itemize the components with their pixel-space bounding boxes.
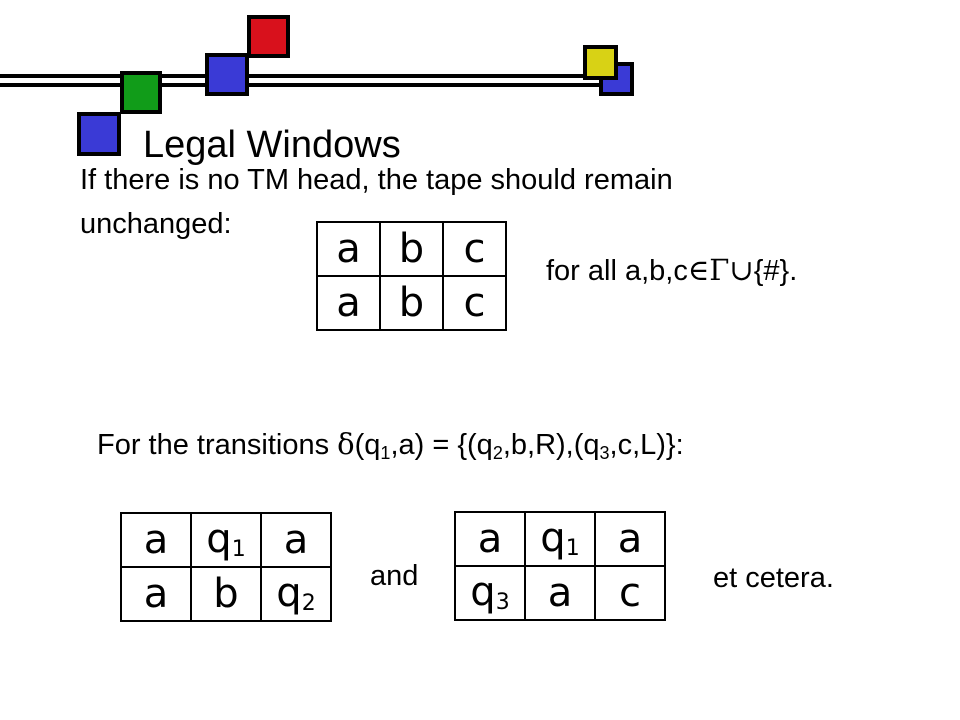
forall-symbols: ∈Γ∪ — [687, 253, 754, 287]
window-table-transition-1: a q1 a a b q2 — [120, 512, 332, 622]
slide-title: Legal Windows — [143, 124, 401, 166]
window-row-top: a b c — [316, 221, 507, 277]
and-label: and — [370, 560, 419, 592]
window-cell-state: q3 — [454, 565, 526, 621]
window-cell-state: q1 — [524, 511, 596, 567]
trans-part-c: ,b,R),(q — [502, 429, 600, 461]
window-cell: a — [316, 221, 381, 277]
green-square-decoration — [120, 71, 162, 114]
window-cell: a — [120, 566, 192, 622]
statement-line-1: If there is no TM head, the tape should … — [80, 164, 673, 196]
trans-sub-2: 2 — [492, 443, 503, 463]
state-subscript: 3 — [495, 590, 510, 615]
red-square-decoration — [247, 15, 290, 58]
forall-text: for all a,b,c∈Γ∪{#}. — [546, 253, 797, 288]
window-cell: c — [442, 275, 507, 331]
delta-symbol: δ — [337, 427, 355, 461]
window-cell-state: q2 — [260, 566, 332, 622]
trans-part-b: ,a) = {(q — [390, 429, 493, 461]
window-row-bottom: a b c — [316, 275, 507, 331]
window-cell: a — [454, 511, 526, 567]
window-row-top: a q1 a — [454, 511, 666, 567]
yellow-square-decoration — [583, 45, 618, 80]
window-row-bottom: q3 a c — [454, 565, 666, 621]
trans-sub-1: 1 — [380, 443, 391, 463]
window-cell: b — [190, 566, 262, 622]
trans-part-d: ,c,L)}: — [609, 429, 684, 461]
state-letter: q — [276, 570, 302, 616]
window-cell: a — [524, 565, 596, 621]
window-row-top: a q1 a — [120, 512, 332, 568]
window-table-unchanged: a b c a b c — [316, 221, 507, 331]
trans-part-a: (q — [354, 429, 381, 461]
window-cell: c — [442, 221, 507, 277]
state-subscript: 1 — [565, 536, 580, 561]
header-rule-top — [0, 74, 600, 78]
et-cetera-label: et cetera. — [713, 562, 834, 594]
trans-prefix: For the transitions — [97, 429, 338, 461]
window-cell: b — [379, 221, 444, 277]
forall-suffix: {#}. — [753, 255, 798, 287]
blue-square-decoration-left — [77, 112, 121, 156]
state-letter: q — [540, 515, 566, 561]
window-cell: a — [120, 512, 192, 568]
statement-line-2: unchanged: — [80, 208, 232, 240]
blue-square-decoration — [205, 53, 249, 96]
window-cell: a — [594, 511, 666, 567]
window-cell: a — [260, 512, 332, 568]
header-rule-bottom — [0, 83, 612, 87]
window-table-transition-2: a q1 a q3 a c — [454, 511, 666, 621]
state-subscript: 2 — [301, 591, 316, 616]
forall-prefix: for all a,b,c — [546, 255, 688, 287]
state-subscript: 1 — [231, 537, 246, 562]
state-letter: q — [206, 516, 232, 562]
state-letter: q — [470, 569, 496, 615]
window-cell-state: q1 — [190, 512, 262, 568]
window-cell: b — [379, 275, 444, 331]
window-cell: c — [594, 565, 666, 621]
window-row-bottom: a b q2 — [120, 566, 332, 622]
trans-sub-3: 3 — [599, 443, 610, 463]
transition-text: For the transitions δ(q1,a) = {(q2,b,R),… — [97, 427, 684, 464]
window-cell: a — [316, 275, 381, 331]
